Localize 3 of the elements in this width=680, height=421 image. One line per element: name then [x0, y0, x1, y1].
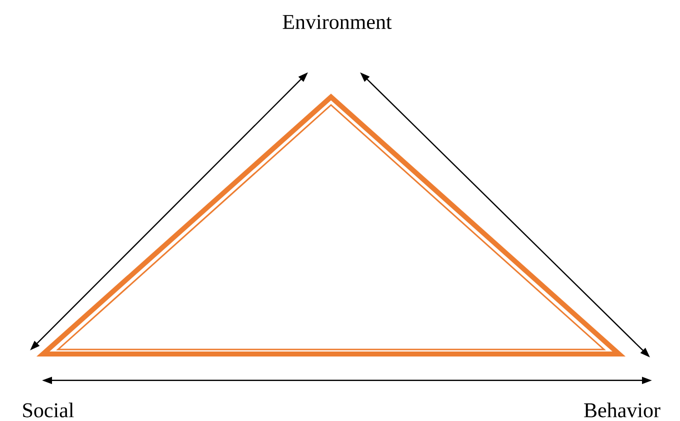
node-label: Social: [23, 402, 74, 418]
node-label: Behavior: [584, 402, 660, 418]
node-label: Environment: [282, 14, 392, 30]
